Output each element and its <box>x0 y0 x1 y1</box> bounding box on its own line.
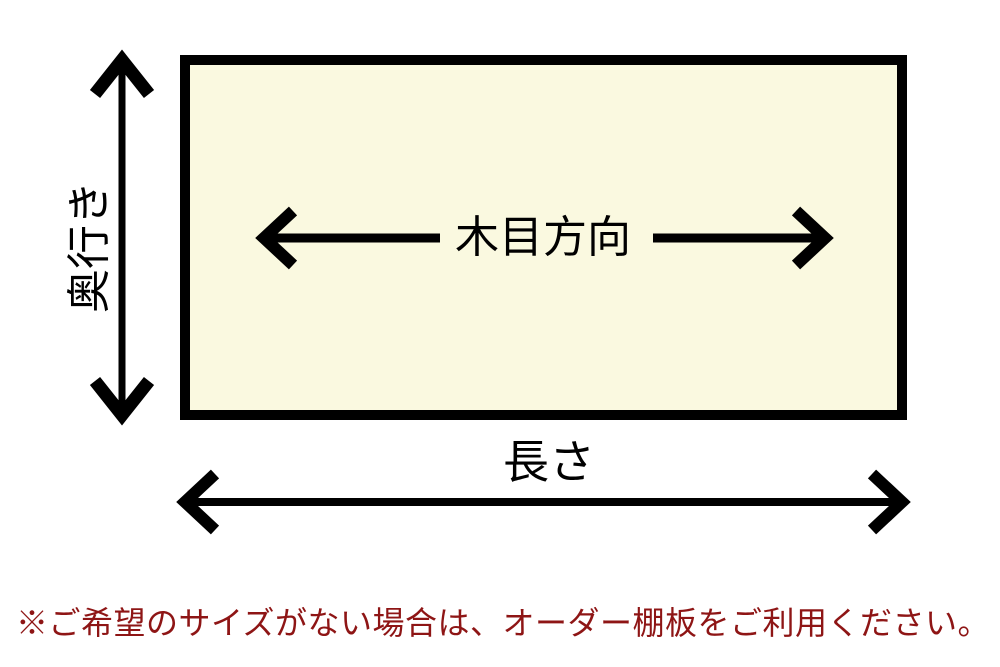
order-note: ※ご希望のサイズがない場合は、オーダー棚板をご利用ください。 <box>16 605 991 641</box>
length-label: 長さ <box>503 436 595 488</box>
grain-direction-label: 木目方向 <box>455 213 631 262</box>
depth-label: 奥行き <box>65 181 114 313</box>
